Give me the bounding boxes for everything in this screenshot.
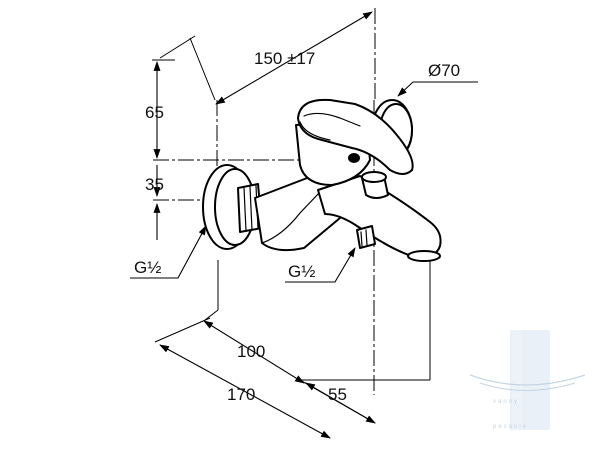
dim-label-thread-outlet: G½ — [288, 262, 315, 281]
faucet-drawing — [202, 98, 442, 262]
dim-label-diameter: Ø70 — [428, 61, 460, 80]
temperature-indicator-dot — [348, 153, 360, 163]
dim-label-height-35: 35 — [145, 175, 164, 194]
watermark-text-2: pesaule — [493, 424, 528, 430]
dim-label-length-100: 100 — [237, 342, 265, 361]
dimension-lines — [130, 11, 478, 439]
dim-label-length-55: 55 — [328, 385, 347, 404]
dim-label-width-range: 150 ±17 — [254, 49, 315, 68]
dim-label-height-65: 65 — [145, 103, 164, 122]
dim-label-thread-inlet: G½ — [134, 258, 161, 277]
dimension-labels: 150 ±17 Ø70 65 35 G½ G½ 100 170 55 — [134, 49, 460, 404]
watermark-text-1: vanny — [493, 399, 519, 405]
dim-label-length-170: 170 — [227, 385, 255, 404]
lever-handle — [297, 98, 414, 175]
watermark-logo: vanny pesaule — [469, 330, 586, 430]
